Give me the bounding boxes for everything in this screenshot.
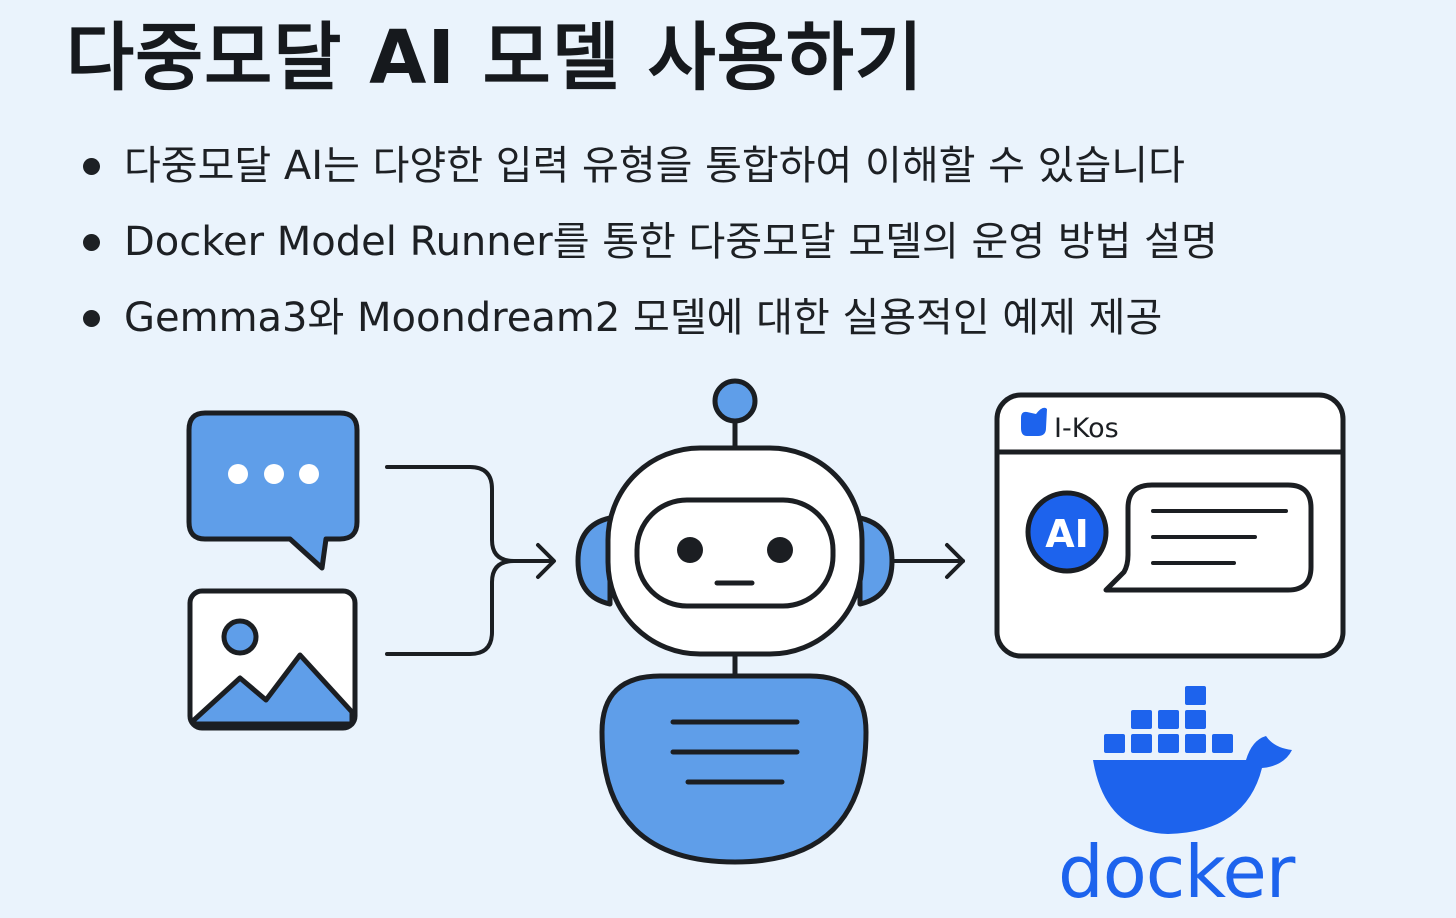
robot-icon: [575, 378, 895, 865]
bullet-dot-icon: [83, 234, 100, 251]
input-arrows: [385, 465, 556, 656]
chat-bubble-icon: [186, 410, 360, 571]
bullet-text: Docker Model Runner를 통한 다중모달 모델의 운영 방법 설…: [124, 219, 1218, 265]
bullet-list: 다중모달 AI는 다양한 입력 유형을 통합하여 이해할 수 있습니다 Dock…: [80, 128, 1218, 356]
image-icon: [187, 588, 358, 731]
bullet-dot-icon: [83, 310, 100, 327]
bullet-item: Docker Model Runner를 통한 다중모달 모델의 운영 방법 설…: [80, 204, 1218, 280]
output-arrow: [892, 543, 965, 579]
docker-whale-icon: [1093, 686, 1292, 834]
bullet-dot-icon: [83, 158, 100, 175]
brand-logo-icon: [1021, 407, 1047, 436]
ai-badge-label: AI: [1045, 512, 1089, 556]
bullet-item: 다중모달 AI는 다양한 입력 유형을 통합하여 이해할 수 있습니다: [80, 128, 1218, 204]
page-title: 다중모달 AI 모델 사용하기: [66, 15, 924, 101]
bullet-text: 다중모달 AI는 다양한 입력 유형을 통합하여 이해할 수 있습니다: [124, 143, 1185, 189]
window-brand-label: I-Kos: [1054, 413, 1119, 444]
app-window: AI: [994, 392, 1346, 659]
bullet-item: Gemma3와 Moondream2 모델에 대한 실용적인 예제 제공: [80, 280, 1218, 356]
bullet-text: Gemma3와 Moondream2 모델에 대한 실용적인 예제 제공: [124, 295, 1163, 341]
ai-badge: [1025, 490, 1109, 574]
docker-wordmark: docker: [1058, 830, 1295, 914]
